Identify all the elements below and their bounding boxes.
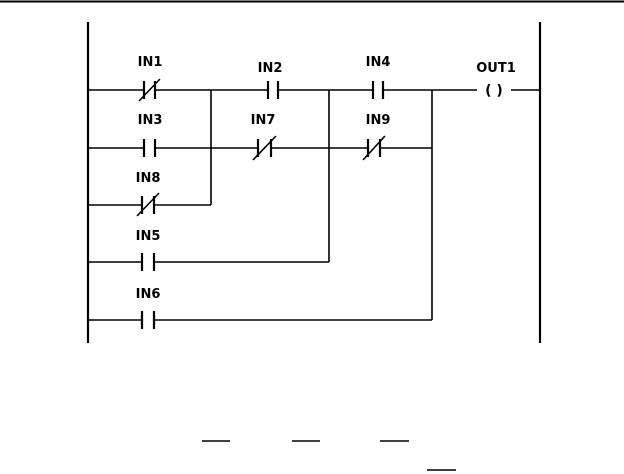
contact-label: IN6 [136,287,161,302]
contact-in5 [140,253,156,271]
contact-label: IN4 [366,55,391,70]
rung-wires [88,84,540,321]
output-coil: OUT1 ( ) [476,61,516,99]
contact-label: IN3 [138,113,163,128]
contact-label: IN7 [251,113,276,128]
coil-label: OUT1 [476,61,516,76]
formula-overbars [202,440,456,471]
contact-in9 [362,135,386,161]
contact-in6 [140,311,156,329]
contact-in7 [252,135,277,161]
contact-in2 [266,81,280,99]
contact-in4 [371,81,385,99]
contact-in1 [138,78,161,102]
contact-label: IN5 [136,229,161,244]
contact-in8 [136,192,160,217]
contact-label: IN9 [366,113,391,128]
contact-label: IN2 [258,61,283,76]
coil-symbol: ( ) [485,83,503,99]
contact-label: IN1 [138,55,163,70]
contact-in3 [142,139,157,157]
contact-label: IN8 [136,171,161,186]
